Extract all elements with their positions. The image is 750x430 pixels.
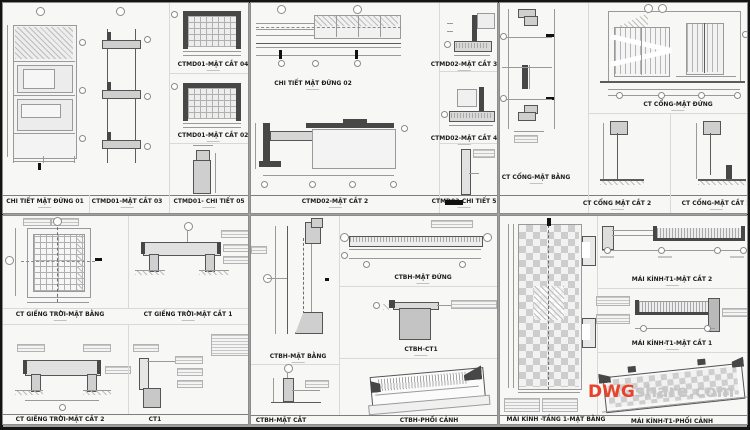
drawing-title: CTMD01-MẶT CẮT 04 <box>178 61 248 71</box>
section-bubble <box>441 111 448 118</box>
section-bubble <box>59 404 66 411</box>
drawing-title: CTMD02-CHI TIẾT 5 <box>432 198 496 208</box>
grid-bubble <box>658 92 665 99</box>
drawing-title: MÁI KÍNH-T1-MẶT CẮT 2 <box>632 276 712 286</box>
grid-bubble <box>312 60 319 67</box>
drawing-title: CHI TIẾT MẶT ĐỨNG 02 <box>274 80 352 90</box>
grid-bubble <box>658 4 667 13</box>
drawing-title: CTBH-MẶT BẰNG <box>270 353 326 363</box>
grid-bubble <box>116 7 125 16</box>
drawing-title: CTMD02-MẶT CẮT 4 <box>431 135 497 145</box>
drawing-title: CTBH-MẶT CẮT <box>256 417 307 424</box>
section-bubble <box>184 222 193 231</box>
sheet-ctbh-detail: CTBH-MẶT BẰNG CTBH-MẶT ĐỨNG <box>251 216 497 424</box>
sheet-facade-detail-02: CHI TIẾT MẶT ĐỨNG 02 <box>251 3 497 213</box>
drawing-title: CTBH-PHỐI CẢNH <box>400 417 459 424</box>
drawing-title: CTMD02-MẶT CẮT 3 <box>431 61 497 71</box>
grid-bubble <box>500 95 507 102</box>
grid-bubble <box>483 233 492 242</box>
grid-bubble <box>79 135 86 142</box>
grid-bubble <box>616 92 623 99</box>
drawing-title: CT CỔNG-MẶT CẮT 1 <box>682 200 747 210</box>
drawing-title: CTBH-MẶT ĐỨNG <box>394 274 452 284</box>
grid-bubble <box>742 31 747 38</box>
drawing-title: CT1 <box>149 416 162 424</box>
grid-bubble <box>349 181 356 188</box>
grid-bubble <box>640 325 647 332</box>
grid-bubble <box>658 247 665 254</box>
dwgshare-watermark: DWGshare.com <box>588 382 734 402</box>
sheet-skylight-detail: CT GIẾNG TRỜI-MẶT BẰNG CT GIẾNG TRỜI-MẶT… <box>3 216 248 424</box>
drawing-title: MÁI KÍNH -TẦNG 1-MẶT BẰNG <box>507 416 606 424</box>
grid-bubble <box>363 261 370 268</box>
drawing-title: CT GIẾNG TRỜI-MẶT BẰNG <box>16 311 104 321</box>
grid-bubble <box>340 233 349 242</box>
drawing-title: CTMD01- CHI TIẾT 05 <box>173 198 245 208</box>
grid-bubble <box>459 261 466 268</box>
grid-bubble <box>341 252 348 259</box>
section-bubble <box>144 93 151 100</box>
section-bubble <box>444 41 451 48</box>
drawing-title: CT GIẾNG TRỜI-MẶT CẮT 1 <box>144 311 232 321</box>
grid-bubble <box>734 92 741 99</box>
grid-bubble <box>53 217 62 226</box>
drawing-title: CT GIẾNG TRỜI-MẶT CẮT 2 <box>16 416 105 424</box>
section-bubble <box>171 83 178 90</box>
grid-bubble <box>36 7 45 16</box>
grid-bubble <box>740 247 747 254</box>
drawing-title: CT CỔNG-MẶT ĐỨNG <box>643 101 713 111</box>
section-bubble <box>401 125 408 132</box>
drawing-title: CTMD01-MẶT CẮT 02 <box>178 132 248 142</box>
sheet-gate-detail: CT CỔNG-MẶT ĐỨNG CT CỔNG-MẶT BẰNG CT CỔN… <box>500 3 747 213</box>
sheet-glassroof-detail: MÁI KÍNH-T1-MẶT CẮT 2 MÁI KÍNH-T1-MẶT CẮ… <box>500 216 747 424</box>
section-bubble <box>144 143 151 150</box>
drawing-title: CT CỔNG-MẶT BẰNG <box>502 174 570 184</box>
grid-bubble <box>261 181 268 188</box>
grid-bubble <box>309 181 316 188</box>
grid-bubble <box>277 5 286 14</box>
grid-bubble <box>390 181 397 188</box>
drawing-title: CHI TIẾT MẶT ĐỨNG 01 <box>6 198 84 208</box>
grid-bubble <box>354 60 361 67</box>
section-bubble <box>144 36 151 43</box>
grid-bubble <box>79 39 86 46</box>
watermark-suffix: share.com <box>634 382 735 402</box>
section-bubble <box>373 302 380 309</box>
drawing-title: CTBH-CT1 <box>404 346 438 356</box>
grid-bubble <box>5 256 14 265</box>
grid-bubble <box>604 247 611 254</box>
grid-bubble <box>698 92 705 99</box>
notes-block <box>211 334 248 356</box>
grid-bubble <box>704 325 711 332</box>
watermark-prefix: DWG <box>588 382 635 402</box>
grid-bubble <box>500 33 507 40</box>
grid-bubble <box>714 247 721 254</box>
drawing-title: CTMD02-MẶT CẮT 2 <box>302 198 368 208</box>
drawing-title: MÁI KÍNH-T1-MẶT CẮT 1 <box>632 340 712 350</box>
grid-bubble <box>353 5 362 14</box>
grid-bubble <box>79 87 86 94</box>
ctbh-perspective-drawing <box>368 361 491 419</box>
sheet-facade-detail-01: CHI TIẾT MẶT ĐỨNG 01 CTMD01-MẶT CẮT 03 C… <box>3 3 248 213</box>
drawing-title: MÁI KÍNH-T1-PHỐI CẢNH <box>631 418 713 424</box>
grid-bubble <box>644 4 653 13</box>
section-bubble <box>284 364 293 373</box>
drawing-title: CT CỔNG MẶT CẮT 2 <box>583 200 651 210</box>
section-bubble <box>171 11 178 18</box>
grid-bubble <box>278 60 285 67</box>
drawing-title: CTMD01-MẶT CẮT 03 <box>92 198 162 208</box>
